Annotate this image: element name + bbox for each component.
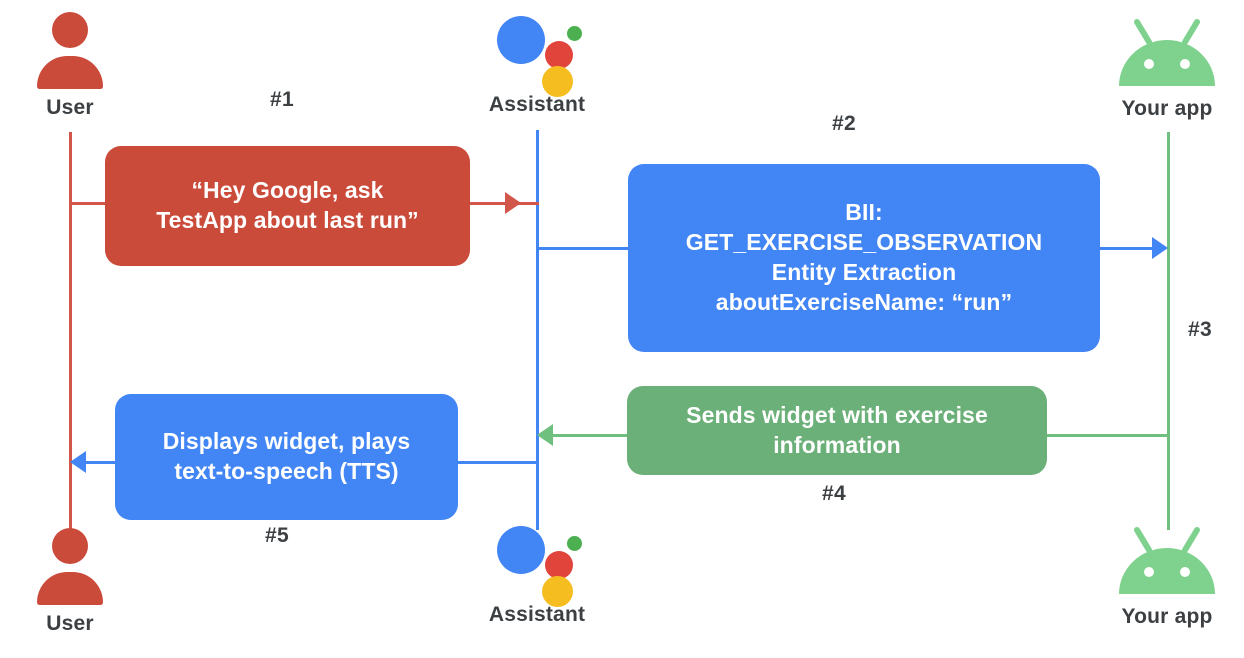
actor-user-top: User [0, 12, 155, 118]
arrow-head-1 [505, 192, 521, 214]
message-box-5-text: Displays widget, plays text-to-speech (T… [162, 428, 411, 484]
arrow-head-5 [70, 451, 86, 473]
message-box-2-text: BII: GET_EXERCISE_OBSERVATION Entity Ext… [685, 199, 1043, 315]
actor-label-assistant-top: Assistant [488, 93, 586, 116]
message-box-1: “Hey Google, ask TestApp about last run” [105, 146, 470, 266]
actor-label-assistant-bottom: Assistant [488, 603, 586, 626]
lifeline-user [69, 132, 72, 530]
arrow-head-3 [1152, 237, 1168, 259]
step-label-3: #3 [1188, 318, 1212, 341]
actor-user-bottom: User [0, 528, 155, 634]
assistant-yellow-dot-icon [542, 576, 573, 607]
step-label-5: #5 [265, 524, 289, 547]
actor-label-user-bottom: User [46, 612, 94, 635]
actor-app-top: Your app [1082, 16, 1244, 119]
person-body-shape [37, 572, 103, 605]
message-box-5: Displays widget, plays text-to-speech (T… [115, 394, 458, 520]
step-label-1: #1 [270, 88, 294, 111]
person-icon [27, 528, 113, 606]
actor-assistant-bottom: Assistant [452, 518, 622, 625]
lifeline-app [1167, 132, 1170, 530]
assistant-red-dot-icon [545, 551, 573, 579]
google-assistant-icon [491, 518, 583, 607]
message-line-3 [1098, 247, 1156, 250]
person-head-shape [52, 528, 88, 564]
google-assistant-icon [491, 8, 583, 97]
actor-assistant-top: Assistant [452, 8, 622, 115]
message-box-4-text: Sends widget with exercise information [686, 401, 988, 458]
actor-app-bottom: Your app [1082, 524, 1244, 627]
assistant-green-dot-icon [567, 26, 582, 41]
message-box-1-text: “Hey Google, ask TestApp about last run” [156, 177, 419, 233]
message-box-4: Sends widget with exercise information [627, 386, 1047, 475]
message-line-2 [536, 247, 636, 250]
assistant-red-dot-icon [545, 41, 573, 69]
step-label-2: #2 [832, 112, 856, 135]
person-head-shape [52, 12, 88, 48]
actor-label-app-top: Your app [1121, 97, 1213, 120]
assistant-blue-dot-icon [497, 526, 545, 574]
assistant-green-dot-icon [567, 536, 582, 551]
assistant-blue-dot-icon [497, 16, 545, 64]
actor-label-user-top: User [46, 96, 94, 119]
message-box-2: BII: GET_EXERCISE_OBSERVATION Entity Ext… [628, 164, 1100, 352]
android-icon [1111, 16, 1223, 92]
step-label-4: #4 [822, 482, 846, 505]
arrow-head-4 [537, 424, 553, 446]
assistant-yellow-dot-icon [542, 66, 573, 97]
lifeline-assistant [536, 130, 539, 530]
person-body-shape [37, 56, 103, 89]
actor-label-app-bottom: Your app [1121, 605, 1213, 628]
person-icon [27, 12, 113, 90]
android-icon [1111, 524, 1223, 600]
